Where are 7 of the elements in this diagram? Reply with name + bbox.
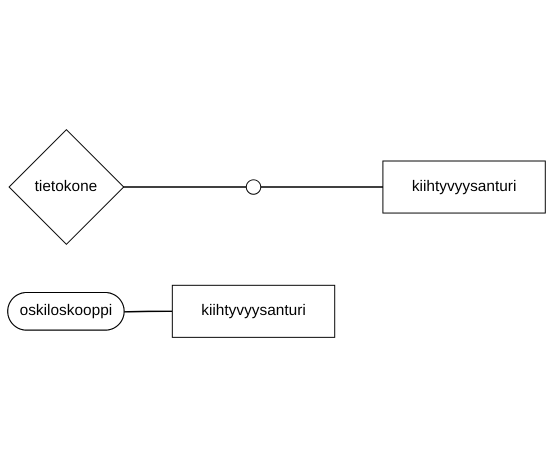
connector <box>124 310 172 312</box>
node-box: kiihtyvyysanturi <box>172 284 336 338</box>
node-circle <box>246 179 262 195</box>
node-diamond: tietokone <box>8 129 124 245</box>
connector <box>260 186 383 188</box>
node-box: kiihtyvyysanturi <box>382 160 546 214</box>
connector <box>123 186 246 188</box>
